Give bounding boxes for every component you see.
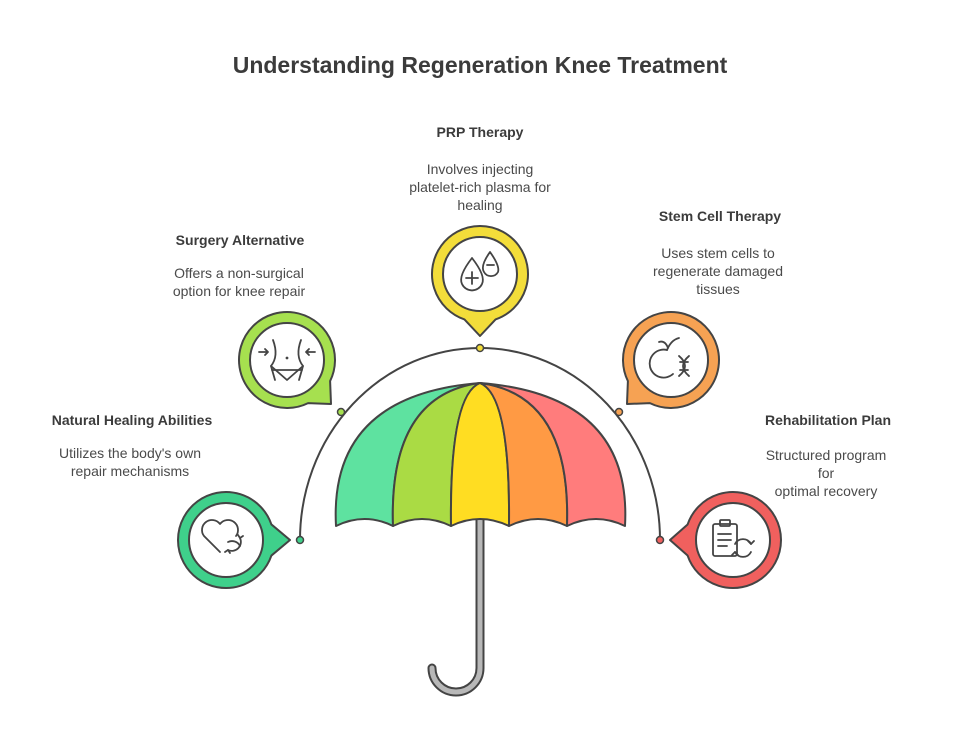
surgery-desc-line: option for knee repair — [172, 283, 306, 299]
stem-desc-line: tissues — [696, 281, 740, 297]
natural-desc: Utilizes the body's own repair mechanism… — [59, 444, 201, 480]
connector-dots — [295, 343, 665, 545]
stem-bubble — [622, 311, 720, 409]
rehab-desc: Structured program for optimal recovery — [759, 446, 893, 500]
natural-title: Natural Healing Abilities — [51, 412, 213, 428]
prp-desc-line: healing — [457, 197, 503, 213]
icon-bubbles — [177, 225, 782, 589]
waist-body-icon — [258, 339, 316, 381]
clipboard-renew-icon — [712, 519, 755, 558]
plasma-drops-icon — [460, 251, 500, 292]
connector-dot — [475, 343, 485, 353]
rehab-desc-line: Structured program for — [765, 447, 887, 481]
connector-dot — [295, 535, 305, 545]
prp-title: PRP Therapy — [436, 124, 524, 140]
page-title: Understanding Regeneration Knee Treatmen… — [232, 52, 728, 78]
prp-bubble — [431, 225, 529, 337]
connector-dot — [336, 407, 346, 417]
umbrella-handle — [427, 515, 485, 697]
surgery-title: Surgery Alternative — [175, 232, 305, 248]
stem-desc: Uses stem cells to regenerate damaged ti… — [653, 244, 783, 298]
canopy-panel — [479, 382, 627, 527]
stem-title: Stem Cell Therapy — [658, 208, 782, 224]
connector-dot — [614, 407, 624, 417]
umbrella-canopy — [334, 382, 627, 527]
natural-bubble — [177, 491, 291, 589]
stem-desc-line: regenerate damaged — [653, 263, 783, 279]
prp-desc-line: Involves injecting — [426, 161, 534, 177]
surgery-bubble — [238, 311, 336, 409]
stem-desc-line: Uses stem cells to — [661, 245, 775, 261]
surgery-desc: Offers a non-surgical option for knee re… — [173, 264, 305, 300]
natural-desc-line: repair mechanisms — [70, 463, 190, 479]
connector-dot — [655, 535, 665, 545]
prp-desc-line: platelet-rich plasma for — [409, 179, 551, 195]
prp-desc: Involves injecting platelet-rich plasma … — [409, 160, 551, 214]
natural-desc-line: Utilizes the body's own — [59, 445, 201, 461]
rehab-title: Rehabilitation Plan — [764, 412, 892, 428]
rehab-bubble — [669, 491, 782, 589]
apple-dna-icon — [648, 337, 690, 379]
rehab-desc-line: optimal recovery — [774, 483, 878, 499]
heart-renew-icon — [201, 519, 244, 554]
surgery-desc-line: Offers a non-surgical — [174, 265, 304, 281]
